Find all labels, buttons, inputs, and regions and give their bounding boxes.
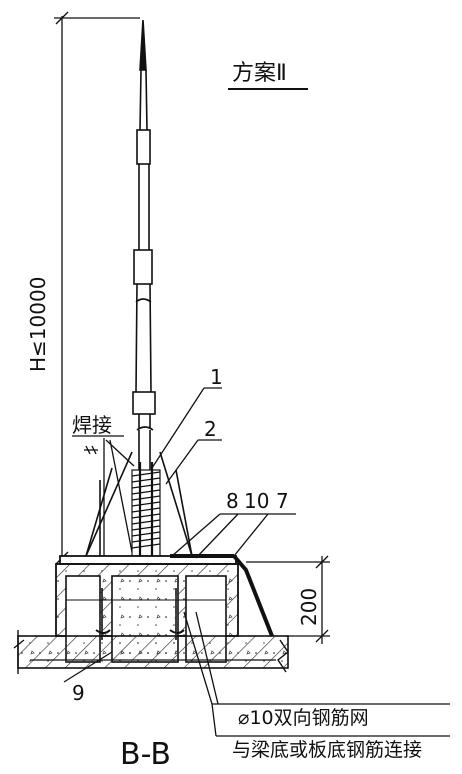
callout-9: 9 [72,681,85,705]
callout-8: 8 [226,489,239,513]
rebar-connection-note: 与梁底或板底钢筋连接 [232,739,422,761]
lightning-rod-mast [132,19,156,550]
depth-dimension-label: 200 [297,588,321,626]
roof-slab-speckle [18,636,288,668]
rebar-mesh-note: ⌀10双向钢筋网 [238,707,369,729]
section-label: B-B [120,737,171,772]
callout-7: 7 [276,489,289,513]
callout-10: 10 [244,489,269,513]
weld-label: 焊接 [72,413,112,437]
flashing-edge [232,554,274,637]
callout-leaders [63,387,450,737]
depth-dimension [246,555,330,644]
callout-2: 2 [204,417,217,441]
callout-1: 1 [210,365,223,389]
slab-break-left [13,630,25,674]
height-dimension-label: H≤10000 [26,277,50,372]
threaded-anchor [131,462,161,557]
slab-break-right [277,639,289,673]
height-dimension [54,11,140,565]
scheme-title: 方案Ⅱ [232,61,287,86]
